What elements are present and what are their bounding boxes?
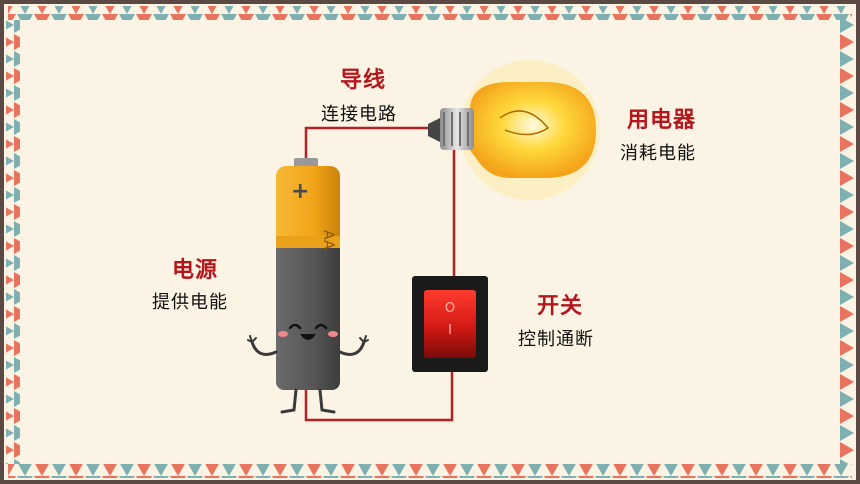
power-source-description: 提供电能 bbox=[152, 292, 228, 313]
switch-on-mark: I bbox=[448, 323, 452, 338]
wire-title: 导线 bbox=[340, 68, 387, 93]
battery-plus-sign: + bbox=[291, 179, 309, 204]
battery-size-text: AA bbox=[320, 230, 336, 250]
switch-title: 开关 bbox=[537, 294, 584, 319]
battery-icon: + AA bbox=[247, 158, 369, 414]
appliance-description: 消耗电能 bbox=[620, 143, 696, 164]
switch-icon: O I bbox=[412, 276, 488, 372]
power-source-title: 电源 bbox=[172, 258, 219, 283]
light-bulb-icon bbox=[428, 60, 600, 200]
circuit-wires bbox=[304, 126, 456, 422]
wire-description: 连接电路 bbox=[321, 104, 397, 125]
switch-description: 控制通断 bbox=[518, 329, 594, 350]
switch-off-mark: O bbox=[445, 301, 455, 316]
appliance-title: 用电器 bbox=[627, 108, 697, 133]
